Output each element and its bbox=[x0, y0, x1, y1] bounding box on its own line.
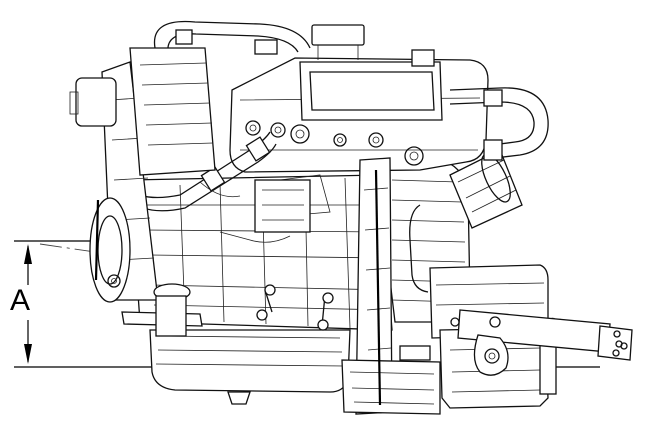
valve-cover-label-plate bbox=[309, 71, 435, 111]
drain-plug bbox=[227, 391, 251, 405]
output-flange bbox=[597, 325, 633, 361]
linkage-joints bbox=[256, 284, 334, 331]
crankshaft-pulley bbox=[89, 197, 131, 303]
head-bolts bbox=[245, 120, 424, 166]
fuel-injection-pump bbox=[254, 179, 311, 233]
bellhousing-base bbox=[341, 359, 441, 415]
engine-assembly bbox=[69, 20, 633, 415]
exhaust-elbow bbox=[449, 149, 523, 229]
coolant-hose-top bbox=[153, 20, 311, 49]
dimension-arrow-up bbox=[24, 244, 32, 264]
rocker-cover bbox=[299, 61, 443, 121]
oil-sump bbox=[149, 329, 351, 393]
exhaust-hose bbox=[449, 87, 549, 159]
filler-cap-housing bbox=[311, 24, 365, 46]
dimension-arrow-down bbox=[24, 344, 32, 364]
thermostat-housing bbox=[75, 77, 117, 127]
dimension-label: A bbox=[9, 284, 30, 317]
alternator bbox=[129, 47, 216, 176]
gearbox-control-lever bbox=[473, 334, 509, 376]
hose-clamp bbox=[254, 39, 278, 55]
